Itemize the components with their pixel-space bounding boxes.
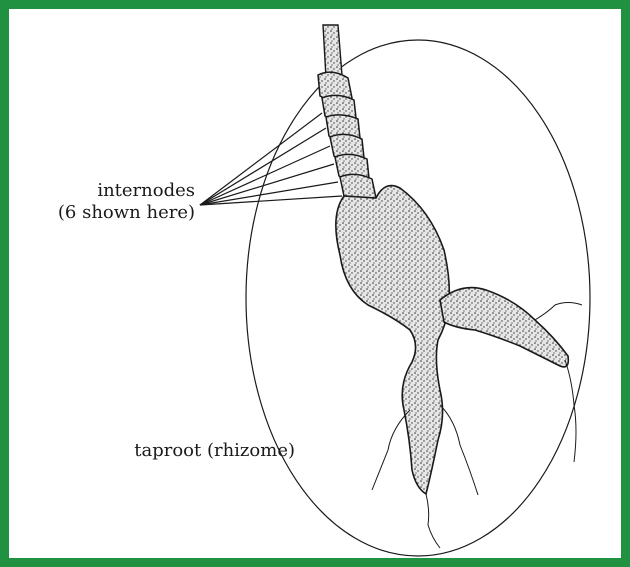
internodes-label-count: (6 shown here) bbox=[40, 202, 195, 224]
internode-segments bbox=[318, 72, 376, 200]
internodes-label-title: internodes bbox=[40, 180, 195, 202]
taproot-label: taproot (rhizome) bbox=[95, 440, 295, 462]
internodes-label: internodes (6 shown here) bbox=[40, 180, 195, 224]
side-root bbox=[440, 288, 568, 367]
stem bbox=[323, 25, 342, 78]
internode-leader-lines bbox=[200, 113, 342, 205]
taproot-body bbox=[336, 186, 450, 494]
